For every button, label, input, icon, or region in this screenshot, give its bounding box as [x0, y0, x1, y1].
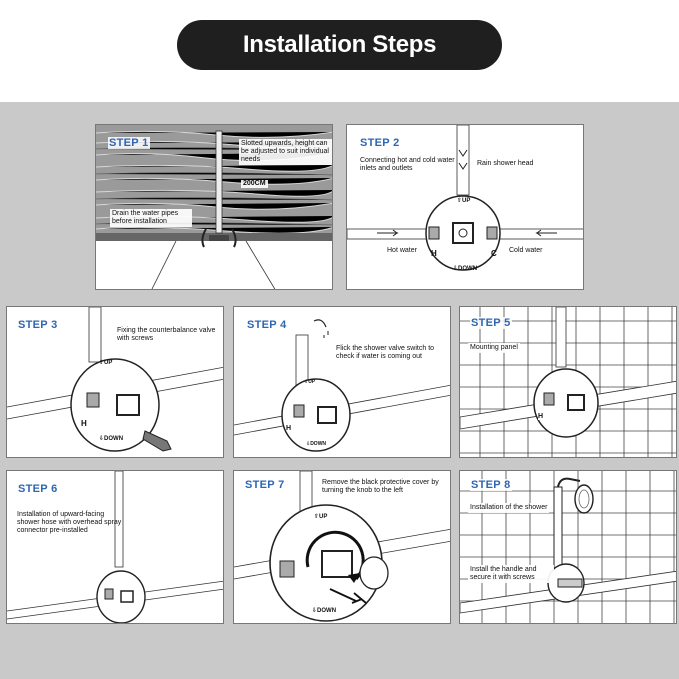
- step-4-note-flick: Flick the shower valve switch to check i…: [336, 345, 435, 360]
- step-8-note-handle: Install the handle and secure it with sc…: [468, 565, 554, 583]
- step-1-label: STEP 1: [108, 137, 150, 149]
- step-3-up-mark: ⇧UP: [99, 360, 113, 366]
- step-2-up-mark: ⇧UP: [457, 198, 471, 204]
- step-8-label: STEP 8: [470, 479, 512, 491]
- step-5-note-mounting: Mounting panel: [468, 343, 520, 353]
- step-3-note-fixing: Fixing the counterbalance valve with scr…: [117, 327, 216, 342]
- title-banner: Installation Steps: [177, 20, 502, 70]
- step-8-note-shower: Installation of the shower: [468, 503, 550, 513]
- step-4-h-mark: H: [286, 425, 292, 432]
- step-2-label: STEP 2: [359, 137, 401, 149]
- step-8-illustration: [460, 471, 676, 623]
- step-7-panel: STEP 7 Remove the black protective cover…: [233, 470, 451, 624]
- step-2-note-connect: Connecting hot and cold water inlets and…: [360, 157, 455, 172]
- step-3-panel: STEP 3 Fixing the counterbalance valve w…: [6, 306, 224, 458]
- step-3-illustration: [7, 307, 223, 452]
- step-8-panel: STEP 8 Installation of the shower Instal…: [459, 470, 677, 624]
- step-2-h-mark: H: [431, 249, 437, 258]
- step-4-label: STEP 4: [246, 319, 288, 331]
- step-2-down-mark: ⇩DOWN: [453, 266, 478, 272]
- step-4-up-mark: ⇧UP: [304, 379, 316, 385]
- step-2-note-rain: Rain shower head: [477, 160, 534, 167]
- page-title: Installation Steps: [242, 31, 437, 58]
- step-1-panel: STEP 1 Slotted upwards, height can be ad…: [95, 124, 333, 290]
- step-5-label: STEP 5: [470, 317, 512, 329]
- step-6-note-hose: Installation of upward-facing shower hos…: [17, 511, 122, 534]
- step-7-illustration: [234, 471, 450, 622]
- step-5-panel: STEP 5 Mounting panel H: [459, 306, 677, 458]
- step-3-down-mark: ⇩DOWN: [99, 436, 124, 442]
- step-2-illustration: [347, 125, 583, 271]
- step-4-illustration: [234, 319, 450, 452]
- step-6-label: STEP 6: [17, 483, 59, 495]
- step-5-h-mark: H: [538, 413, 544, 420]
- step-5-illustration: [460, 307, 676, 457]
- step-7-up-mark: ⇧UP: [314, 514, 328, 520]
- step-2-note-cold: Cold water: [509, 247, 543, 254]
- step-2-note-hot: Hot water: [387, 247, 417, 254]
- step-4-down-mark: ⇩DOWN: [306, 441, 327, 447]
- step-3-label: STEP 3: [17, 319, 59, 331]
- step-1-note-height: 200CM: [241, 180, 268, 188]
- step-4-panel: STEP 4 Flick the shower valve switch to …: [233, 306, 451, 458]
- step-1-note-drain: Drain the water pipes before installatio…: [110, 209, 192, 227]
- step-6-illustration: [7, 471, 223, 623]
- step-2-panel: STEP 2 Connecting hot and cold water inl…: [346, 124, 584, 290]
- step-1-note-slotted: Slotted upwards, height can be adjusted …: [239, 139, 332, 165]
- step-7-label: STEP 7: [244, 479, 286, 491]
- step-6-panel: STEP 6 Installation of upward-facing sho…: [6, 470, 224, 624]
- step-7-note-remove: Remove the black protective cover by tur…: [322, 479, 439, 494]
- step-3-h-mark: H: [81, 419, 87, 428]
- step-7-down-mark: ⇩DOWN: [312, 608, 337, 614]
- step-2-c-mark: C: [491, 249, 497, 258]
